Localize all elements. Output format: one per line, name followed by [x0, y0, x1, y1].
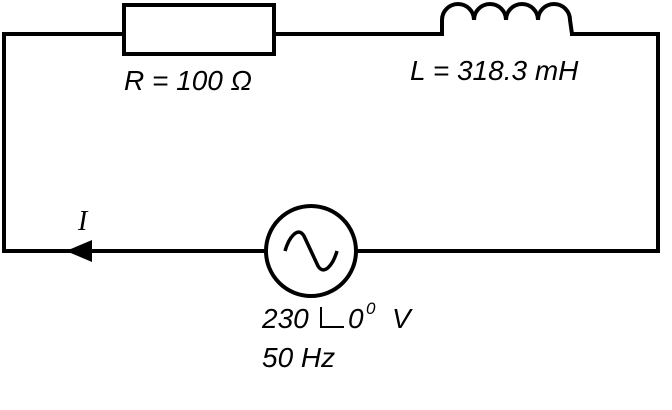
- resistor-symbol: [122, 3, 276, 56]
- source-frequency: 50 Hz: [262, 342, 335, 373]
- source-magnitude: 230: [261, 303, 309, 334]
- degree-mark: 0: [366, 299, 376, 318]
- sine-wave-icon: [283, 230, 339, 272]
- angle-symbol: [320, 307, 344, 328]
- current-arrow-icon: [66, 240, 92, 262]
- source-unit: V: [392, 303, 413, 334]
- resistor-label: R = 100 Ω: [124, 65, 252, 96]
- current-label: I: [77, 206, 89, 237]
- inductor-symbol: [440, 2, 574, 35]
- inductor-label: L = 318.3 mH: [410, 55, 579, 86]
- source-angle: 0: [348, 303, 364, 334]
